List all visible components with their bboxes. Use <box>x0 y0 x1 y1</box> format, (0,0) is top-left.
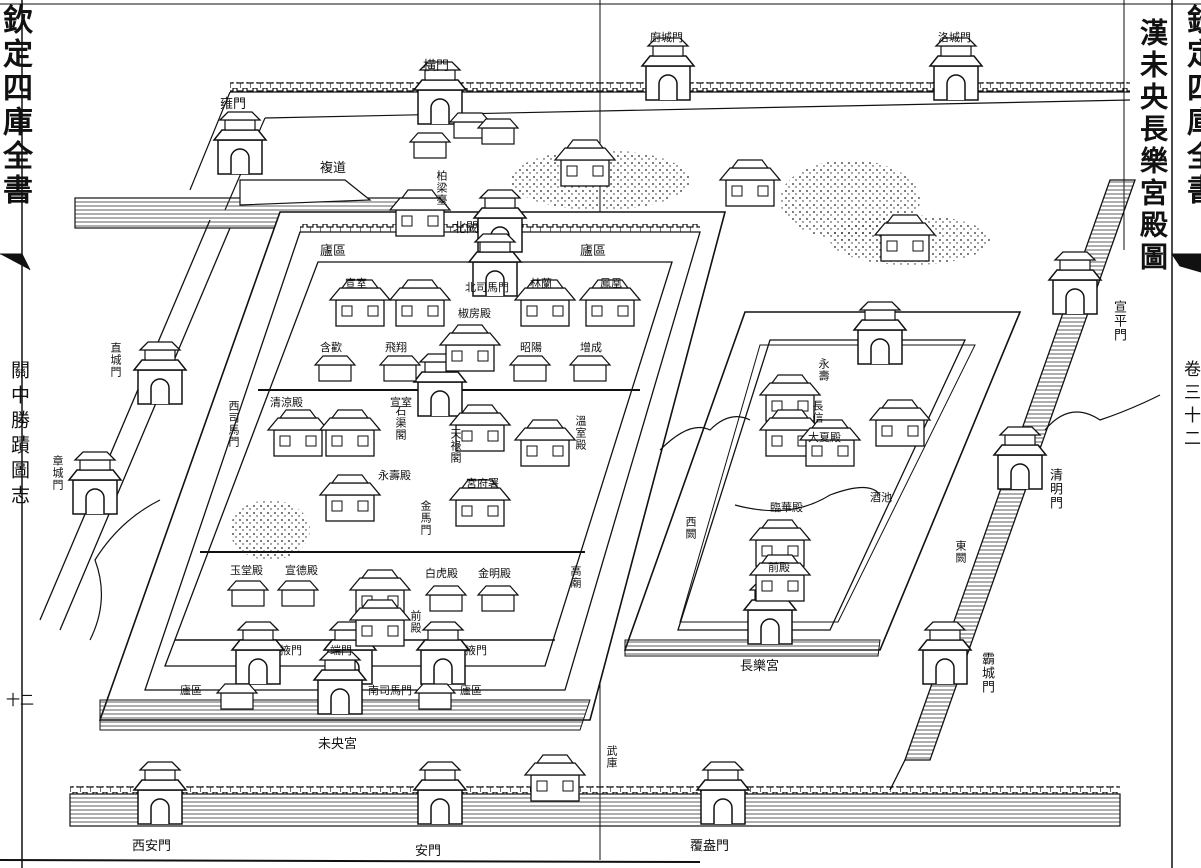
luocheng-gate-tower <box>929 37 983 101</box>
label-gongrong-office: 宮府署 <box>466 477 499 490</box>
label-lu-sw: 廬區 <box>180 684 202 697</box>
label-luocheng-gate: 洛城門 <box>938 31 971 44</box>
label-bailiang-terrace: 柏梁臺 <box>435 170 448 206</box>
label-weiyang-palace: 未央宮 <box>318 737 358 752</box>
label-bacheng-gate: 霸城門 <box>979 652 994 694</box>
label-changle-east-que: 東闕 <box>954 540 967 564</box>
label-qingming-gate: 清明門 <box>1047 468 1062 510</box>
yong-gate-tower <box>213 111 267 175</box>
an-gate-tower <box>413 761 467 825</box>
label-row1-0: 宣室 <box>345 277 367 290</box>
label-row2-0: 含歡 <box>320 341 342 354</box>
label-xian-gate: 西安門 <box>132 839 172 854</box>
label-south-row-1: 宣德殿 <box>285 564 318 577</box>
chucheng-gate-tower <box>641 37 695 101</box>
label-linhua-hall: 臨華殿 <box>770 501 803 514</box>
label-xi-sima-gate: 西司馬門 <box>227 400 240 448</box>
label-xuanping-gate: 宣平門 <box>1111 300 1126 342</box>
label-zhangcheng-gate: 章城門 <box>51 455 64 491</box>
label-tianlu-pavilion: 天祿閣 <box>449 428 462 464</box>
label-lu-ne: 廬區 <box>580 244 607 259</box>
label-changle-changxin: 長信 <box>811 400 824 424</box>
book-title-right: 欽定四庫全書 <box>1181 4 1201 208</box>
label-yong-gate: 雍門 <box>220 97 247 112</box>
label-jiuchi: 酒池 <box>870 491 892 504</box>
label-row1-2: 林蘭 <box>530 277 552 290</box>
label-north-que: 北闕 <box>453 221 480 236</box>
label-south-row-2: 白虎殿 <box>425 567 458 580</box>
xian-gate-tower <box>133 761 187 825</box>
label-north-sima-gate: 北司馬門 <box>465 281 509 294</box>
zhangcheng-gate-tower <box>68 451 122 515</box>
margin-left-text: 關中勝蹟圖志 <box>8 360 30 510</box>
label-xuanshi: 宣室 <box>390 396 412 409</box>
south-city-wall <box>69 786 1121 827</box>
label-an-gate: 安門 <box>415 844 442 859</box>
label-lu-se: 廬區 <box>460 684 482 697</box>
changle-palace-compound <box>623 311 1022 657</box>
label-jinma-gate: 金馬門 <box>419 500 432 536</box>
label-qingliang-hall: 清涼殿 <box>270 396 303 409</box>
label-row1-3: 鳳凰 <box>600 277 622 290</box>
label-nan-sima-gate: 南司馬門 <box>368 684 412 697</box>
label-ye-gate-left: 掖門 <box>280 644 302 657</box>
page-number: 十二 <box>6 693 34 709</box>
label-row2-3: 增成 <box>580 341 602 354</box>
book-title-left: 欽定四庫全書 <box>0 4 32 208</box>
fuang-gate-tower <box>696 761 750 825</box>
label-fuang-gate: 覆盎門 <box>690 839 730 854</box>
label-gaomiao: 高廟 <box>569 565 582 589</box>
label-south-row-3: 金明殿 <box>478 567 511 580</box>
label-changle-palace: 長樂宮 <box>740 659 780 674</box>
label-duan-gate: 端門 <box>330 644 352 657</box>
label-ye-gate-right: 掖門 <box>465 644 487 657</box>
label-wenshi-hall: 溫室殿 <box>574 415 587 451</box>
label-row1-1: 椒房殿 <box>458 307 491 320</box>
label-zhicheng-gate: 直城門 <box>109 342 122 378</box>
label-fudao: 複道 <box>320 161 347 176</box>
map-title: 漢未央長樂宮殿圖 <box>1136 18 1169 274</box>
west-city-wall <box>39 219 231 631</box>
label-front-hall: 前殿 <box>409 610 422 634</box>
margin-right-text: 卷三十二 <box>1180 360 1200 452</box>
label-shiqu-pavilion: 石渠閣 <box>394 405 407 441</box>
label-row2-1: 飛翔 <box>385 341 407 354</box>
label-chucheng-gate: 廚城門 <box>650 31 683 44</box>
label-heng-gate: 橫門 <box>423 59 450 74</box>
label-changle-front-hall: 前殿 <box>768 561 790 574</box>
label-south-row-0: 玉堂殿 <box>230 564 263 577</box>
label-changle-yongshou: 永壽 <box>817 358 830 382</box>
label-row2-2: 昭陽 <box>520 341 542 354</box>
label-wuku: 武庫 <box>605 745 618 769</box>
label-changle-daxia: 大夏殿 <box>808 431 841 444</box>
label-changle-west-que: 西闕 <box>684 516 697 540</box>
label-lu-nw: 廬區 <box>320 244 347 259</box>
waterways <box>89 394 1161 641</box>
label-yongshou-hall: 永壽殿 <box>378 469 411 482</box>
